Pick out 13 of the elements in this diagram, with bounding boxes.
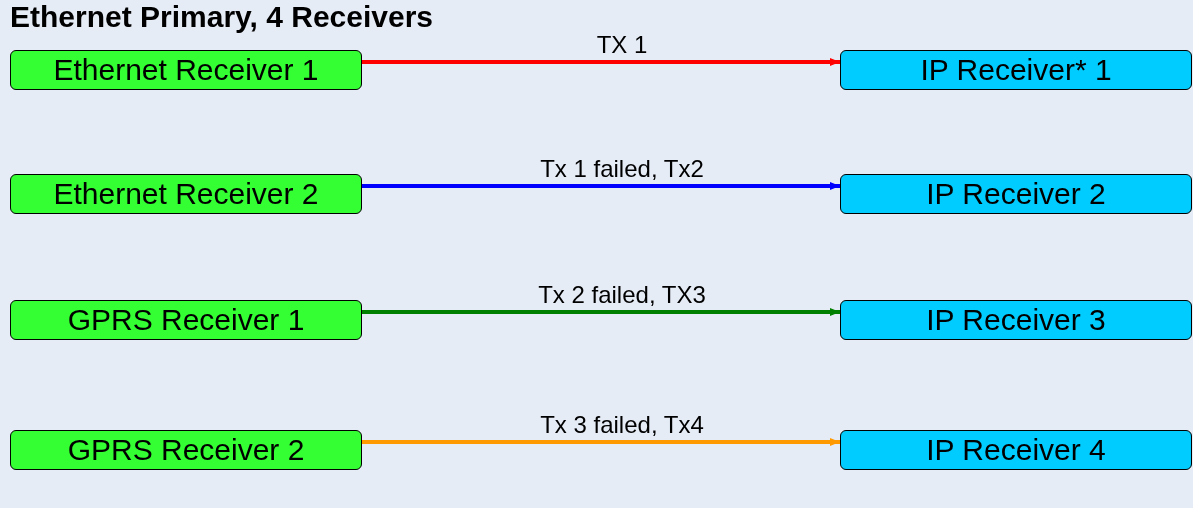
receiver-box: IP Receiver* 1 — [840, 50, 1192, 90]
receiver-box: Ethernet Receiver 2 — [10, 174, 362, 214]
arrow — [362, 308, 840, 316]
arrow — [362, 438, 840, 446]
receiver-box: IP Receiver 3 — [840, 300, 1192, 340]
receiver-box: Ethernet Receiver 1 — [10, 50, 362, 90]
title: Ethernet Primary, 4 Receivers — [10, 0, 433, 34]
receiver-box: IP Receiver 2 — [840, 174, 1192, 214]
receiver-box: GPRS Receiver 2 — [10, 430, 362, 470]
arrow — [362, 182, 840, 190]
receiver-box: IP Receiver 4 — [840, 430, 1192, 470]
arrow — [362, 58, 840, 66]
receiver-box: GPRS Receiver 1 — [10, 300, 362, 340]
